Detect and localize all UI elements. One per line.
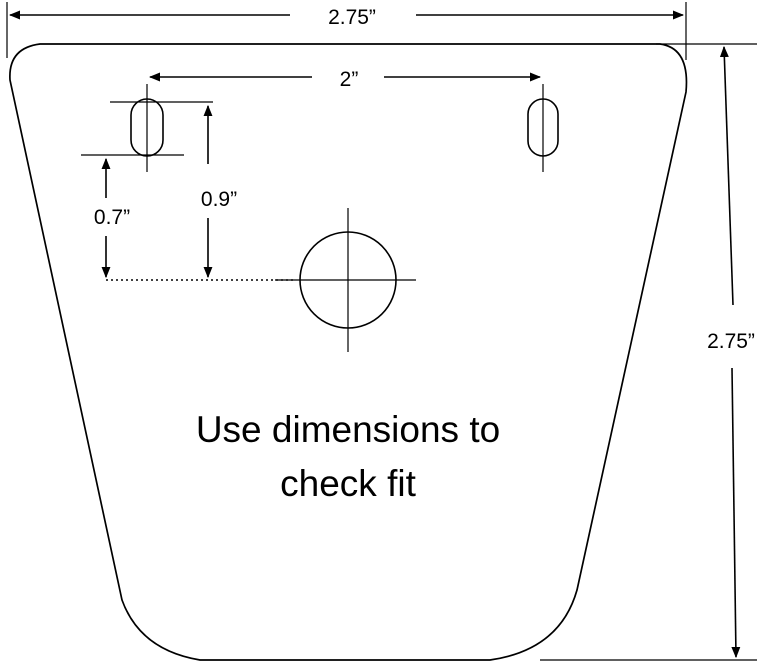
left-slot [81,84,213,172]
top-width-label: 2.75” [328,6,376,29]
right-height-label: 2.75” [707,330,755,353]
center-hole [275,208,416,352]
note-line-2: check fit [280,463,416,504]
note-line-1: Use dimensions to [196,409,500,450]
top-width-dimension [6,2,687,60]
right-height-dimension [540,43,757,661]
right-slot [527,84,559,172]
vertical-0-9-label: 0.9” [201,188,237,211]
slot-spacing-label: 2” [340,68,359,91]
vertical-0-7-label: 0.7” [94,206,130,229]
